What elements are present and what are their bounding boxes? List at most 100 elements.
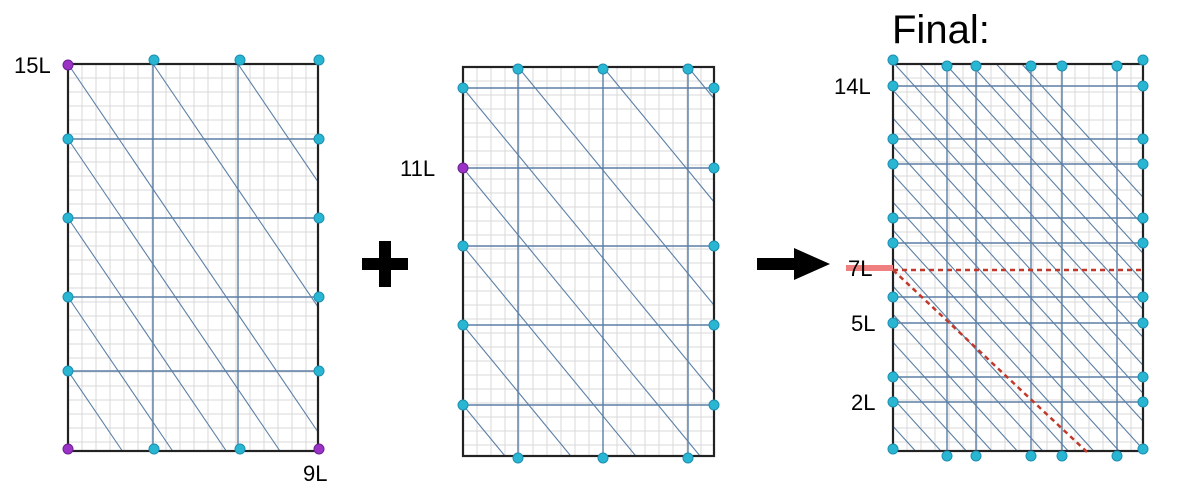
diagonal-line [1021, 63, 1144, 198]
diagonal-line [67, 138, 281, 452]
node [887, 371, 899, 383]
node [62, 133, 74, 145]
panel-jug-15-9 [62, 54, 325, 455]
highlight-node [313, 443, 325, 455]
final-title: Final: [892, 8, 990, 52]
label-11l: 11L [400, 156, 435, 181]
node [62, 365, 74, 377]
node [887, 443, 899, 455]
node [1137, 212, 1149, 224]
diagonal-line [67, 296, 174, 452]
diagonal-line [892, 397, 942, 452]
node [1056, 60, 1068, 72]
diagonal-line [462, 245, 637, 457]
node [682, 63, 694, 75]
node [597, 452, 609, 464]
panel1-nodes [62, 54, 325, 455]
panel1-frame [66, 62, 320, 453]
node [1025, 450, 1037, 462]
diagonal-line [919, 63, 1144, 310]
label-5l: 5L [851, 311, 875, 336]
node [1137, 237, 1149, 249]
diagonal-line [892, 369, 967, 452]
node [148, 54, 160, 66]
node [457, 319, 469, 331]
node [313, 133, 325, 145]
node [887, 237, 899, 249]
diagonal-line [892, 173, 1144, 450]
diagonal-line [892, 229, 1095, 452]
diagonal-line [892, 145, 1144, 422]
diagonal-line [945, 63, 1144, 282]
node [887, 212, 899, 224]
node [1111, 450, 1123, 462]
node [887, 317, 899, 329]
label-7l: 7L [848, 256, 872, 281]
node [457, 82, 469, 94]
diagonal-line [995, 63, 1144, 226]
label-9l: 9L [303, 461, 327, 486]
node [1137, 443, 1149, 455]
arrow-right-icon [757, 248, 830, 280]
panel1-grid [68, 64, 318, 451]
diagonal-line [892, 425, 916, 452]
node [970, 60, 982, 72]
diagonal-line [892, 313, 1018, 452]
plus-icon [362, 241, 408, 287]
diagonal-line [237, 63, 319, 183]
node [62, 212, 74, 224]
panel-final [846, 54, 1149, 462]
panel3-grid [893, 64, 1143, 451]
diagonal-line [892, 89, 1144, 366]
node [941, 450, 953, 462]
node [1137, 133, 1149, 145]
diagonal-line [892, 117, 1144, 394]
node [1137, 80, 1149, 92]
diagonal-line [67, 63, 319, 433]
node [457, 399, 469, 411]
highlight-node [457, 162, 469, 174]
panel-jug-11 [457, 63, 720, 464]
highlight-node [62, 59, 74, 71]
node [62, 291, 74, 303]
panel3-blue-lines [892, 63, 1144, 452]
node [1056, 450, 1068, 462]
diagonal-line [517, 66, 715, 306]
node [887, 54, 899, 66]
label-14l: 14L [834, 74, 871, 99]
panel1-blue-lines [67, 63, 319, 452]
diagonal-line [602, 66, 715, 203]
label-15l: 15L [14, 53, 51, 78]
diagonal-line [462, 167, 701, 457]
node [708, 82, 720, 94]
node [234, 54, 246, 66]
panel2-frame [461, 65, 716, 458]
node [682, 452, 694, 464]
node [1025, 60, 1037, 72]
diagonal-line [462, 324, 572, 457]
diagonal-line [462, 87, 715, 394]
node [1111, 60, 1123, 72]
node [941, 60, 953, 72]
node [1137, 396, 1149, 408]
diagonal-line [892, 201, 1120, 452]
node [887, 133, 899, 145]
node [708, 240, 720, 252]
diagonal-line [892, 257, 1069, 452]
node [313, 54, 325, 66]
panel3-frame [891, 62, 1145, 453]
node [313, 365, 325, 377]
node [970, 450, 982, 462]
diagonal-line [894, 63, 1144, 338]
node [1137, 317, 1149, 329]
node [234, 443, 246, 455]
node [313, 212, 325, 224]
node [1137, 291, 1149, 303]
panel2-blue-lines [462, 66, 715, 457]
node [887, 80, 899, 92]
panel2-nodes [457, 63, 720, 464]
node [512, 452, 524, 464]
node [457, 240, 469, 252]
node [597, 63, 609, 75]
